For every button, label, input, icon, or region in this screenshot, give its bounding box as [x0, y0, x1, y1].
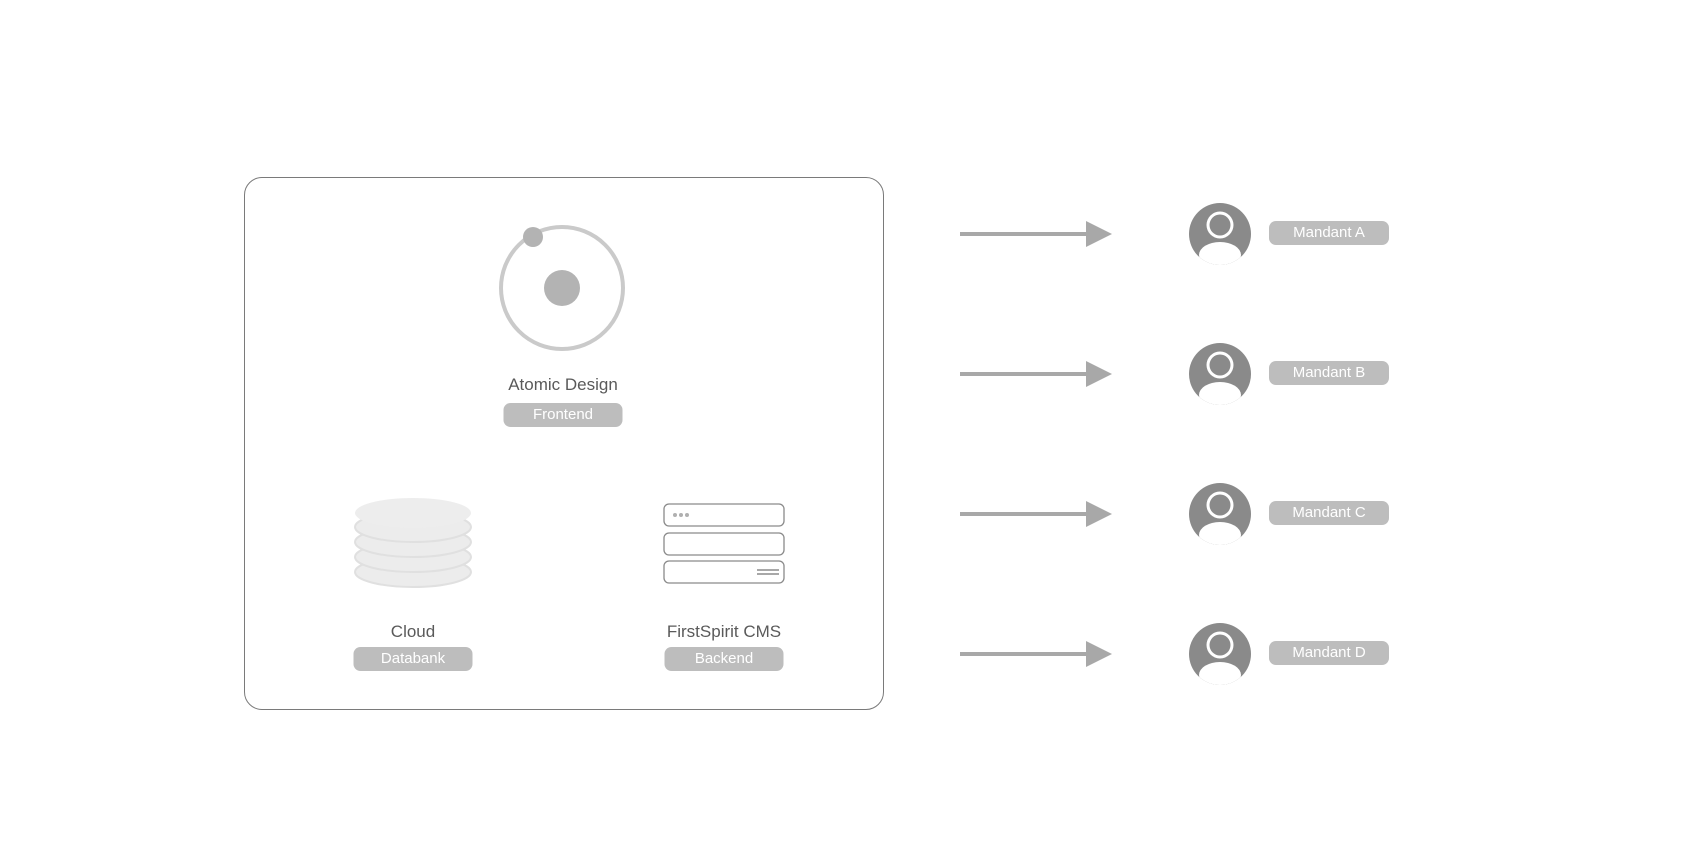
atom-icon	[499, 225, 625, 351]
client-badge-b: Mandant B	[1269, 361, 1389, 385]
client-badge-c: Mandant C	[1269, 501, 1389, 525]
arrow-right-icon	[960, 361, 1112, 387]
arrow-right-icon	[960, 641, 1112, 667]
client-badge-d: Mandant D	[1269, 641, 1389, 665]
databank-badge: Databank	[353, 647, 473, 671]
frontend-badge: Frontend	[503, 403, 623, 427]
user-avatar-icon	[1189, 343, 1251, 405]
user-avatar-icon	[1189, 203, 1251, 265]
user-avatar-icon	[1189, 483, 1251, 545]
user-avatar-icon	[1189, 623, 1251, 685]
backend-badge: Backend	[664, 647, 784, 671]
arrow-right-icon	[960, 501, 1112, 527]
firstspirit-cms-title: FirstSpirit CMS	[666, 622, 782, 641]
database-icon	[354, 498, 472, 588]
atomic-design-title: Atomic Design	[508, 375, 618, 394]
form-icon	[663, 503, 785, 584]
arrow-right-icon	[960, 221, 1112, 247]
client-badge-a: Mandant A	[1269, 221, 1389, 245]
cloud-title: Cloud	[390, 622, 436, 641]
system-container	[244, 177, 884, 710]
